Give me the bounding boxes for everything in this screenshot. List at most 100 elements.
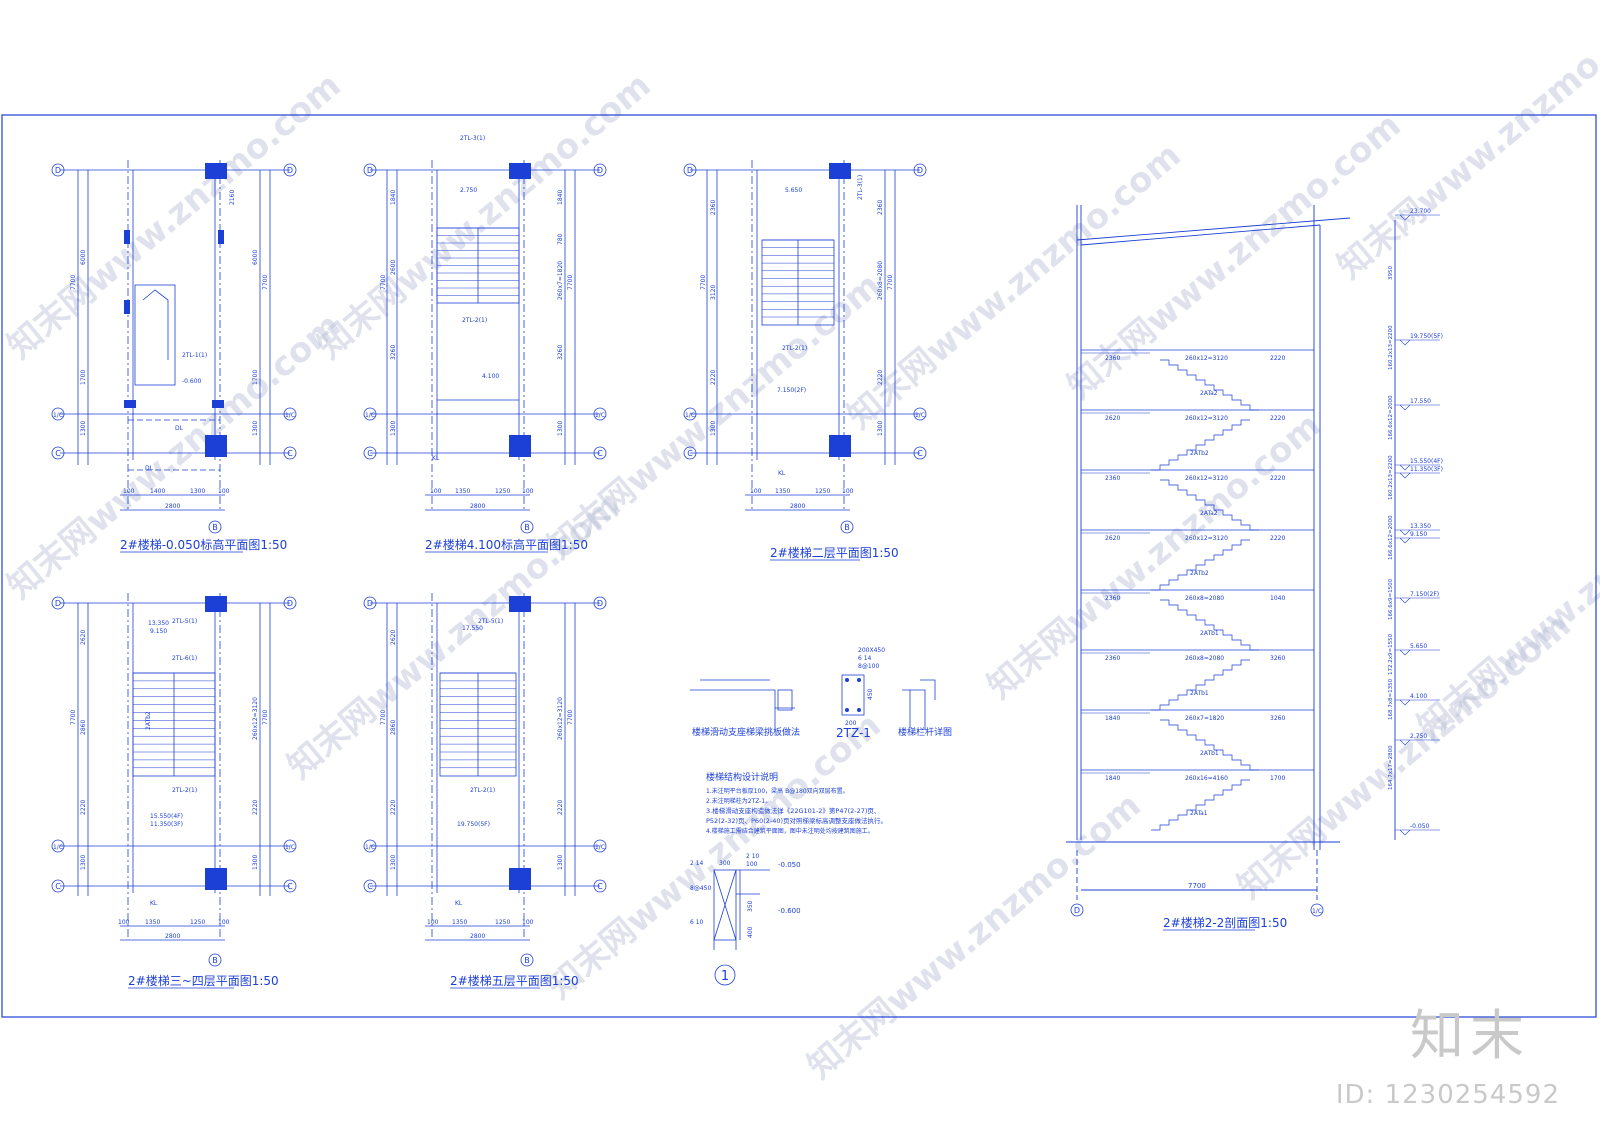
axis-label: C	[687, 449, 693, 458]
axis-bubble	[593, 446, 607, 460]
dim-text: 450	[867, 688, 874, 700]
axis-label: C	[287, 882, 293, 891]
watermark-text: 知末网www.znzmo.com	[280, 485, 629, 787]
dim-text: 2220	[557, 800, 564, 815]
stair-treads	[133, 672, 215, 769]
column-fill	[205, 596, 227, 612]
dim-text: 1300	[710, 421, 717, 436]
level-text: -0.050	[1410, 823, 1430, 830]
detail-1: 2 14 300 2 10 100 8@450 6 10 350 400 -0.…	[690, 853, 801, 986]
dim-text: 2800	[470, 933, 485, 940]
dim-text: 2800	[470, 503, 485, 510]
dim-text: 1840	[1105, 715, 1120, 722]
axis-label: C	[55, 882, 61, 891]
beam-label: 2TL-2(1)	[462, 317, 487, 324]
dim-text: 160.2x13=2200	[1388, 455, 1394, 500]
stair-flight	[1151, 419, 1250, 471]
axis-label: 1/C	[365, 412, 375, 419]
notes-line: 2.未注明梯柱为2TZ-1。	[706, 797, 771, 805]
column-fill	[509, 868, 531, 890]
beam-label: 2TL-2(1)	[470, 787, 495, 794]
stair-flight	[1160, 479, 1259, 531]
axis-label: D	[687, 166, 693, 175]
beam-label: 2TL-2(1)	[782, 345, 807, 352]
dim-text: 1300	[877, 421, 884, 436]
dim-text: 100	[123, 488, 135, 495]
dim-text: 1350	[452, 919, 467, 926]
dim-text: 300	[719, 860, 731, 867]
dim-text: 1300	[80, 855, 87, 870]
axis-label: D	[367, 166, 373, 175]
axis-label: D	[1074, 906, 1080, 915]
dim-text: 3260	[1270, 715, 1285, 722]
dim-text: 3950	[1388, 266, 1394, 280]
axis-label: 1/C	[365, 844, 375, 851]
beam-label: DL	[145, 465, 154, 472]
notes-title: 楼梯结构设计说明	[706, 771, 778, 783]
level-mark	[1399, 214, 1411, 221]
level-text: 11.350(3F)	[150, 821, 183, 828]
dim-text: 100	[842, 488, 854, 495]
dim-text: 7700	[380, 710, 387, 725]
beam-label: KL	[778, 470, 786, 477]
level-text: 5.650	[785, 187, 802, 194]
dim-text: 100	[118, 919, 130, 926]
dim-text: 2360	[1105, 355, 1120, 362]
detail-title: 楼梯栏杆详图	[898, 726, 952, 738]
stair-flight	[1151, 539, 1250, 591]
dim-text: 2600	[390, 260, 397, 275]
level-text: -0.600	[182, 378, 202, 385]
column-fill	[509, 435, 531, 457]
column-fill	[205, 163, 227, 179]
detail-title: 楼梯滑动支座梯梁挑板做法	[692, 726, 800, 738]
beam-label: 2TL-5(1)	[172, 618, 197, 625]
level-text: 13.350	[1410, 523, 1431, 530]
column-fill	[829, 163, 851, 179]
dim-text: 1250	[815, 488, 830, 495]
axis-bubble	[51, 839, 65, 853]
beam-label: 2TL-1(1)	[182, 352, 207, 359]
axis-bubble	[363, 879, 377, 893]
dim-text: 1040	[1270, 595, 1285, 602]
dim-text: 260x12=3120	[1185, 475, 1228, 482]
axis-bubble	[593, 839, 607, 853]
axis-bubble	[283, 839, 297, 853]
axis-label: D	[367, 599, 373, 608]
dim-text: 260x12=3120	[1185, 415, 1228, 422]
sheet-border	[1, 114, 1597, 1018]
dim-text: 100	[218, 488, 230, 495]
level-text: 17.550	[462, 625, 483, 632]
beam-label: 2TL-6(1)	[172, 655, 197, 662]
level-mark	[1399, 404, 1411, 411]
dim-text: 2220	[710, 370, 717, 385]
axis-bubble	[363, 446, 377, 460]
dim-text: 6000	[80, 250, 87, 265]
axis-label: 1/C	[915, 412, 925, 419]
dim-text: 1300	[190, 488, 205, 495]
column-fill	[124, 230, 130, 244]
level-text: 15.550(4F)	[1410, 458, 1443, 465]
axis-label: B	[212, 523, 218, 532]
dim-text: 7700	[887, 275, 894, 290]
dim-text: 2620	[1105, 535, 1120, 542]
dim-text: 2220	[877, 370, 884, 385]
level-text: 4.100	[1410, 693, 1427, 700]
dim-text: 260x12=3120	[252, 697, 259, 740]
level-text: 19.750(5F)	[457, 821, 490, 828]
dim-text: 3260	[390, 345, 397, 360]
level-mark	[1399, 472, 1411, 479]
axis-label: C	[917, 449, 923, 458]
dim-text: 1840	[1105, 775, 1120, 782]
rebar-dot	[845, 708, 849, 712]
dim-text: 7700	[262, 710, 269, 725]
dim-text: 2620	[390, 630, 397, 645]
detail-railing: 楼梯栏杆详图	[898, 679, 952, 738]
dim-text: 100	[427, 919, 439, 926]
beam-label: KL	[150, 900, 158, 907]
level-text: 19.750(5F)	[1410, 333, 1443, 340]
dim-text: 780	[557, 233, 564, 245]
axis-label: 1/C	[595, 412, 605, 419]
axis-bubble	[593, 163, 607, 177]
column-fill	[205, 868, 227, 890]
